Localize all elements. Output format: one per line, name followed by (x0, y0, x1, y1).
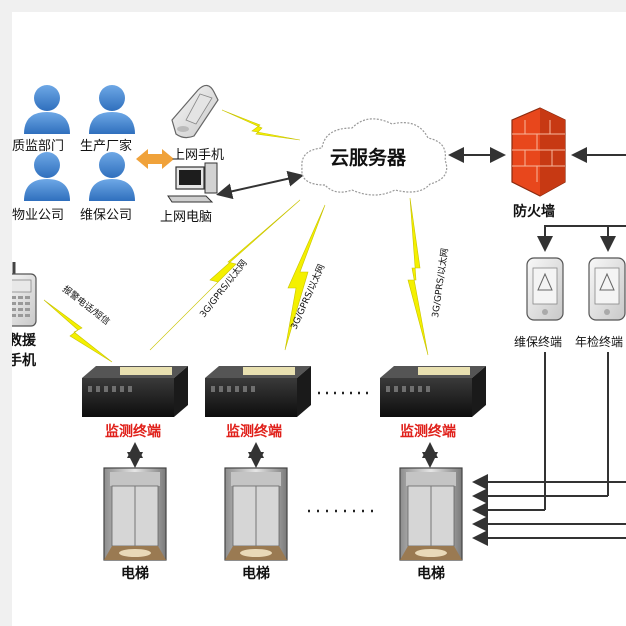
line-to-maintenance-terminal (537, 225, 626, 252)
monitoring-terminal-2 (205, 366, 311, 417)
mobile-phone-icon (171, 84, 219, 139)
computer-icon (167, 162, 218, 203)
label-terminal-3: 监测终端 (400, 423, 456, 440)
lightning-icon (407, 197, 429, 356)
label-maintenance-terminal: 维保终端 (514, 334, 562, 349)
label-network-1: 3G/GPRS/以太网 (197, 257, 250, 320)
firewall-label: 防火墙 (513, 203, 555, 220)
label-elevator-1: 电梯 (121, 565, 149, 582)
arrow-pc-cloud (216, 170, 304, 200)
rescue-phone-icon (12, 262, 37, 327)
label-property-company: 物业公司 (12, 208, 64, 223)
cloud-server-label: 云服务器 (330, 146, 407, 169)
label-network-3: 3G/GPRS/以太网 (429, 247, 451, 318)
label-rescue-line1: 救援 (8, 332, 37, 349)
lightning-icon (43, 299, 113, 363)
label-manufacturer: 生产厂家 (80, 138, 132, 154)
elevator-icon-2 (224, 467, 288, 561)
person-icon-maintenance (89, 152, 135, 201)
label-elevator-3: 电梯 (417, 565, 445, 582)
label-inspection-terminal: 年检终端 (575, 334, 623, 349)
label-maintenance-company: 维保公司 (80, 208, 132, 223)
label-elevator-2: 电梯 (242, 565, 270, 582)
person-icon-property (24, 152, 70, 201)
person-icon-manufacturer (89, 85, 135, 134)
label-terminal-1: 监测终端 (105, 423, 161, 440)
lightning-icon (149, 199, 301, 351)
label-mobile-internet: 上网手机 (172, 148, 224, 163)
inspection-terminal-icon (588, 257, 626, 321)
firewall-icon (511, 107, 566, 197)
person-icon-quality (24, 85, 70, 134)
label-quality-dept: 质监部门 (12, 139, 64, 154)
cloud-icon (301, 118, 448, 196)
label-pc-internet: 上网电脑 (160, 210, 212, 225)
elevator-icon-3 (399, 467, 463, 561)
monitoring-terminal-1 (82, 366, 188, 417)
lightning-icon (221, 109, 301, 141)
label-rescue-line2: 手机 (8, 352, 36, 369)
label-terminal-2: 监测终端 (226, 423, 282, 440)
maintenance-terminal-icon (526, 257, 564, 321)
monitoring-terminal-3 (380, 366, 486, 417)
orange-arrow-icon (136, 149, 174, 169)
lightning-icon (284, 204, 326, 351)
elevator-icon-1 (103, 467, 167, 561)
